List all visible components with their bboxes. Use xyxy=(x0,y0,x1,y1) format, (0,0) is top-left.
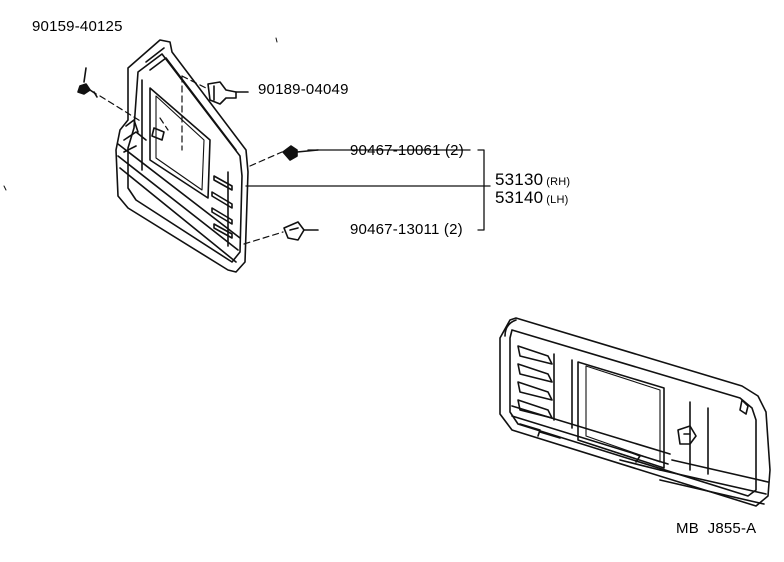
screw-part-number: 90159-40125 xyxy=(32,18,123,35)
assembly-lh-label: 53140(LH) xyxy=(495,188,568,208)
clip-lower-part xyxy=(283,221,319,241)
clip-part xyxy=(207,81,249,105)
clip-upper-part-number: 90467-10061 (2) xyxy=(350,142,464,159)
clip-lower-part-number: 90467-13011 (2) xyxy=(350,221,463,238)
leader-lines xyxy=(245,149,491,231)
assembly-lh-side: (LH) xyxy=(546,194,569,206)
assembly-dash-lines xyxy=(99,75,284,245)
assembly-lh-number: 53140 xyxy=(495,188,544,207)
screw-part xyxy=(77,67,98,98)
scan-artifacts xyxy=(3,37,278,191)
headlamp-bezel-assembled xyxy=(499,317,771,507)
clip-part-number: 90189-04049 xyxy=(258,81,349,98)
diagram-code: MB J855-A xyxy=(676,520,757,537)
assembly-rh-side: (RH) xyxy=(546,176,571,188)
assembly-rh-number: 53130 xyxy=(495,170,544,189)
headlamp-bezel-exploded xyxy=(115,39,249,273)
assembly-rh-label: 53130(RH) xyxy=(495,170,570,190)
clip-upper-part xyxy=(282,145,319,161)
